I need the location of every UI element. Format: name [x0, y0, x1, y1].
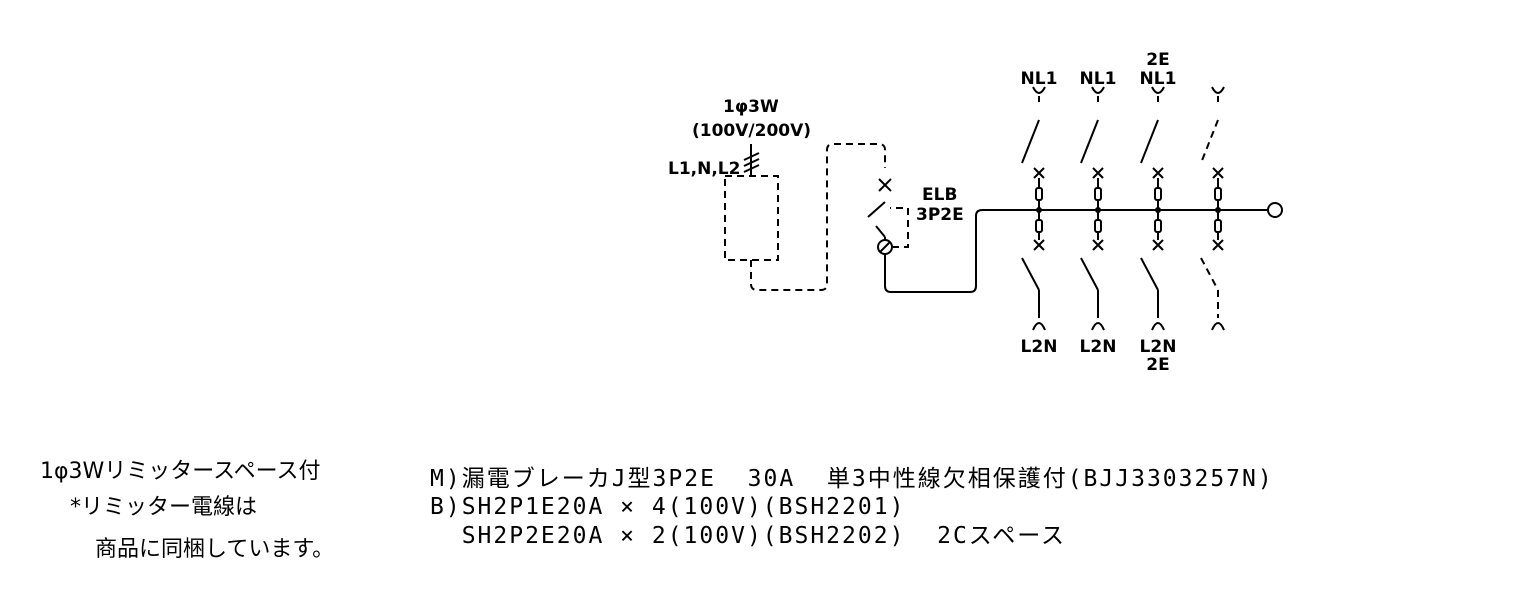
branch-bottom-label: L2N	[1080, 337, 1117, 357]
output-terminal	[1267, 202, 1283, 218]
branch-bottom-label: L2N	[1021, 337, 1058, 357]
limiter-space-box	[724, 175, 779, 261]
supply-phase-label: 1φ3W	[723, 97, 779, 117]
spec-branch-1: B)SH2P1E20A × 4(100V)(BSH2201)	[430, 494, 905, 520]
spec-main-breaker: M)漏電ブレーカJ型3P2E 30A 単3中性線欠相保護付(BJJ3303257…	[430, 466, 1274, 492]
note-included: 商品に同梱しています。	[95, 537, 334, 562]
branch-top-label: NL1	[1080, 69, 1117, 89]
supply-voltage-label: (100V/200V)	[692, 121, 811, 141]
note-limiter-wire: *リミッター電線は	[70, 495, 257, 520]
note-limiter-space: 1φ3Wリミッタースペース付	[40, 459, 321, 484]
branch-bottom-extra-label: 2E	[1146, 355, 1169, 375]
supply-conductor	[743, 144, 760, 176]
limiter-wire	[750, 143, 886, 291]
spec-branch-2: SH2P2E20A × 2(100V)(BSH2202) 2Cスペース	[430, 523, 1066, 549]
branch-breaker-4	[1200, 86, 1225, 331]
branch-top-label: NL1	[1140, 69, 1177, 89]
supply-wires-label: L1,N,L2	[668, 159, 740, 179]
main-breaker-symbol	[867, 178, 1267, 293]
main-breaker-name: ELB	[922, 185, 957, 205]
branch-bottom-label: L2N	[1140, 337, 1177, 357]
branch-top-label: NL1	[1021, 69, 1058, 89]
branch-top-extra-label: 2E	[1146, 50, 1169, 70]
main-breaker-poles: 3P2E	[916, 205, 964, 225]
